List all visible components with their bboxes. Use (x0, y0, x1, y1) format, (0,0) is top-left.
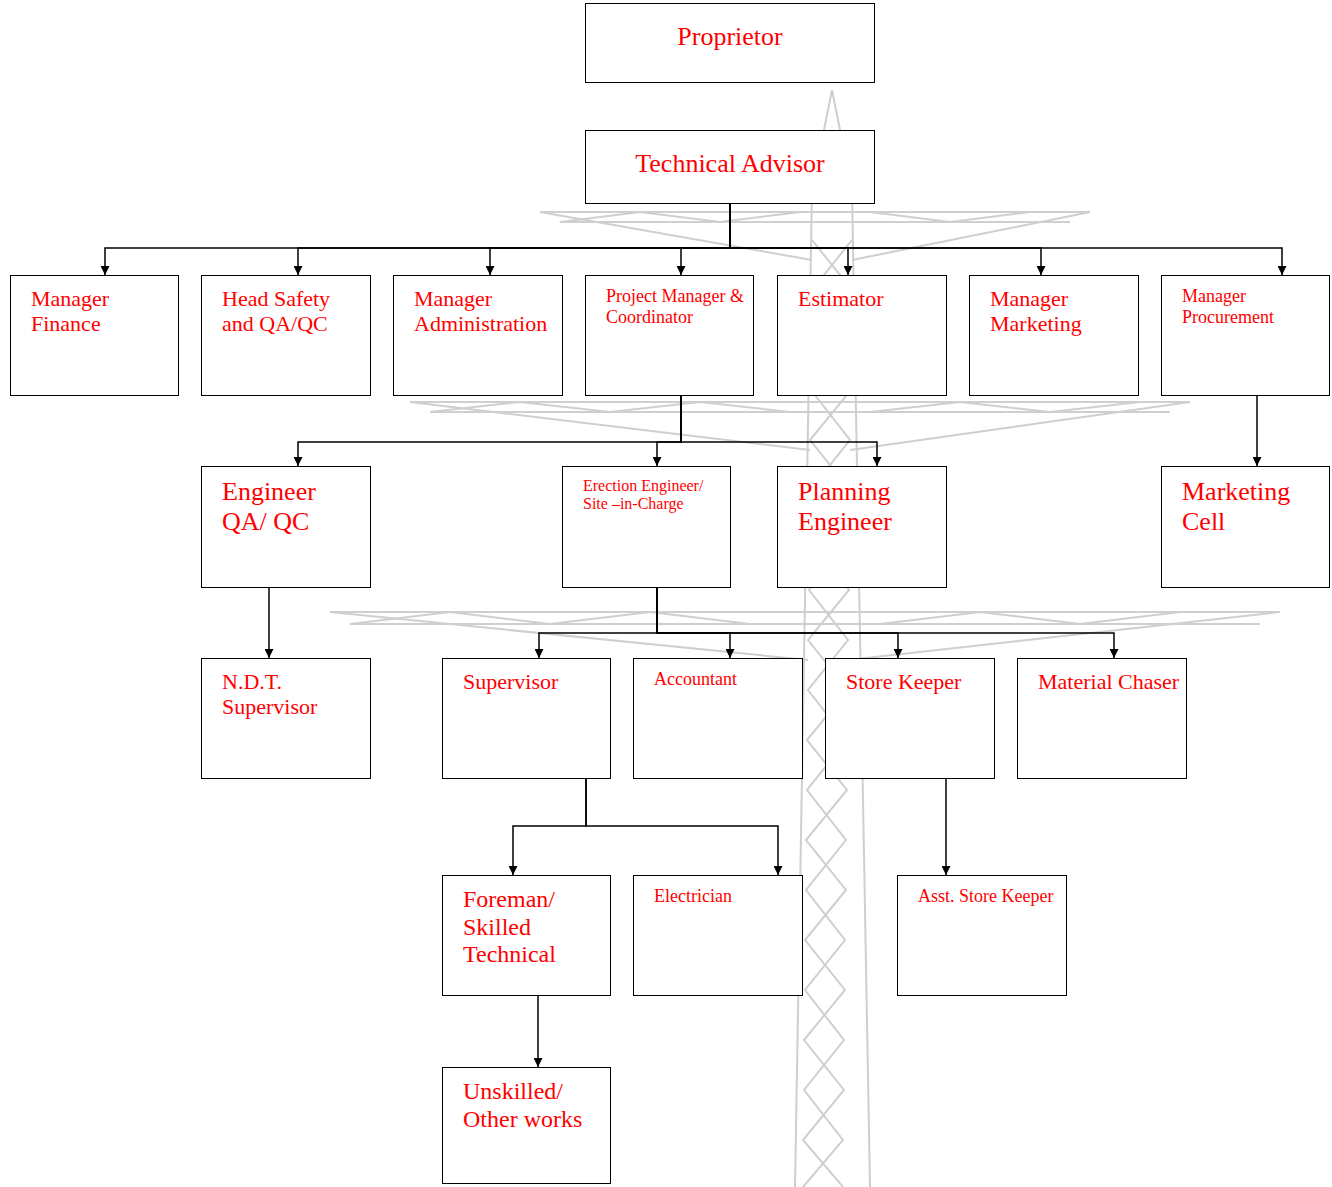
connector-arrow (730, 204, 1282, 275)
manager-box: Manager Administration (393, 275, 563, 396)
staff-box: Material Chaser (1017, 658, 1187, 779)
connector-arrow (681, 204, 730, 275)
staff-box: Foreman/ Skilled Technical (442, 875, 611, 996)
connector-arrow (945, 779, 947, 875)
connector-arrow (490, 204, 730, 275)
connector-arrow (730, 204, 848, 275)
connector-arrow (513, 779, 586, 875)
box-label: Manager Administration (414, 286, 556, 337)
box-label: Estimator (798, 286, 940, 311)
box-label: Manager Finance (31, 286, 172, 337)
connector-arrow (657, 588, 898, 658)
connector-arrow (298, 204, 730, 275)
box-label: Planning Engineer (798, 477, 940, 537)
staff-box: N.D.T. Supervisor (201, 658, 371, 779)
manager-box: Head Safety and QA/QC (201, 275, 371, 396)
box-label: Supervisor (463, 669, 604, 694)
engineer-box: Planning Engineer (777, 466, 947, 588)
staff-box: Accountant (633, 658, 803, 779)
box-label: Project Manager & Coordinator (606, 286, 747, 327)
engineer-box: Engineer QA/ QC (201, 466, 371, 588)
connector-arrow (730, 204, 1041, 275)
manager-box: Project Manager & Coordinator (585, 275, 754, 396)
box-label: Electrician (654, 886, 796, 907)
connector-arrow (657, 588, 730, 658)
connector-arrow (657, 588, 1114, 658)
engineer-box: Erection Engineer/ Site –in-Charge (562, 466, 731, 588)
manager-box: Manager Procurement (1161, 275, 1330, 396)
box-label: Head Safety and QA/QC (222, 286, 364, 337)
box-label: Store Keeper (846, 669, 988, 694)
cell-box: Marketing Cell (1161, 466, 1330, 588)
box-label: Manager Marketing (990, 286, 1132, 337)
box-label: Foreman/ Skilled Technical (463, 886, 604, 969)
connector-arrow (657, 396, 681, 466)
manager-box: Estimator (777, 275, 947, 396)
box-label: Accountant (654, 669, 796, 690)
staff-box: Asst. Store Keeper (897, 875, 1067, 996)
connector-arrow (586, 779, 778, 875)
connector-arrow (681, 396, 877, 466)
staff-box: Supervisor (442, 658, 611, 779)
owner-box: Proprietor (585, 3, 875, 83)
box-label: Proprietor (592, 22, 868, 52)
staff-box: Store Keeper (825, 658, 995, 779)
box-label: Erection Engineer/ Site –in-Charge (583, 477, 724, 514)
staff-box: Unskilled/ Other works (442, 1067, 611, 1184)
connector-arrow (537, 996, 539, 1067)
box-label: Unskilled/ Other works (463, 1078, 604, 1133)
box-label: Material Chaser (1038, 669, 1180, 694)
connector-arrow (268, 588, 270, 658)
connector-arrow (1256, 396, 1258, 466)
advisor-box: Technical Advisor (585, 130, 875, 204)
staff-box: Electrician (633, 875, 803, 996)
connector-arrow (539, 588, 657, 658)
box-label: Asst. Store Keeper (918, 886, 1060, 907)
connector-arrow (105, 204, 730, 275)
box-label: Manager Procurement (1182, 286, 1323, 327)
manager-box: Manager Marketing (969, 275, 1139, 396)
box-label: Marketing Cell (1182, 477, 1323, 537)
box-label: N.D.T. Supervisor (222, 669, 364, 720)
box-label: Engineer QA/ QC (222, 477, 364, 537)
connector-arrow (298, 396, 681, 466)
box-label: Technical Advisor (592, 149, 868, 179)
manager-box: Manager Finance (10, 275, 179, 396)
